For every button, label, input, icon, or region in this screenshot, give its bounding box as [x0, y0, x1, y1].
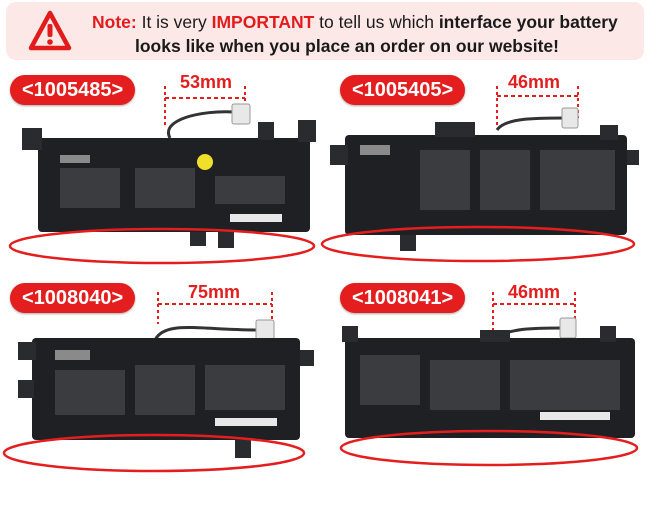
notice-line-1: Note: It is very IMPORTANT to tell us wh…: [92, 12, 642, 33]
model-badge-3: <1008040>: [10, 283, 136, 313]
notice-text-1: It is very: [136, 12, 212, 32]
connector-distance-1: 53mm: [180, 72, 233, 92]
model-badge-2: <1005405>: [340, 75, 466, 105]
note-label: Note:: [92, 12, 137, 32]
connector-distance-4: 46mm: [508, 282, 561, 302]
connector-distance-2: 46mm: [508, 72, 561, 92]
notice-emphasis: interface your battery: [438, 12, 618, 32]
model-badge-4: <1008041>: [340, 283, 466, 313]
model-badge-1: <1005485>: [10, 75, 136, 105]
notice-line-2: looks like when you place an order on ou…: [135, 36, 559, 56]
notice-text-2: to tell us which: [314, 12, 439, 32]
warning-icon: [28, 10, 72, 51]
connector-distance-3: 75mm: [188, 282, 241, 302]
important-label: IMPORTANT: [211, 12, 315, 32]
notice-banner: Note: It is very IMPORTANT to tell us wh…: [6, 2, 644, 60]
